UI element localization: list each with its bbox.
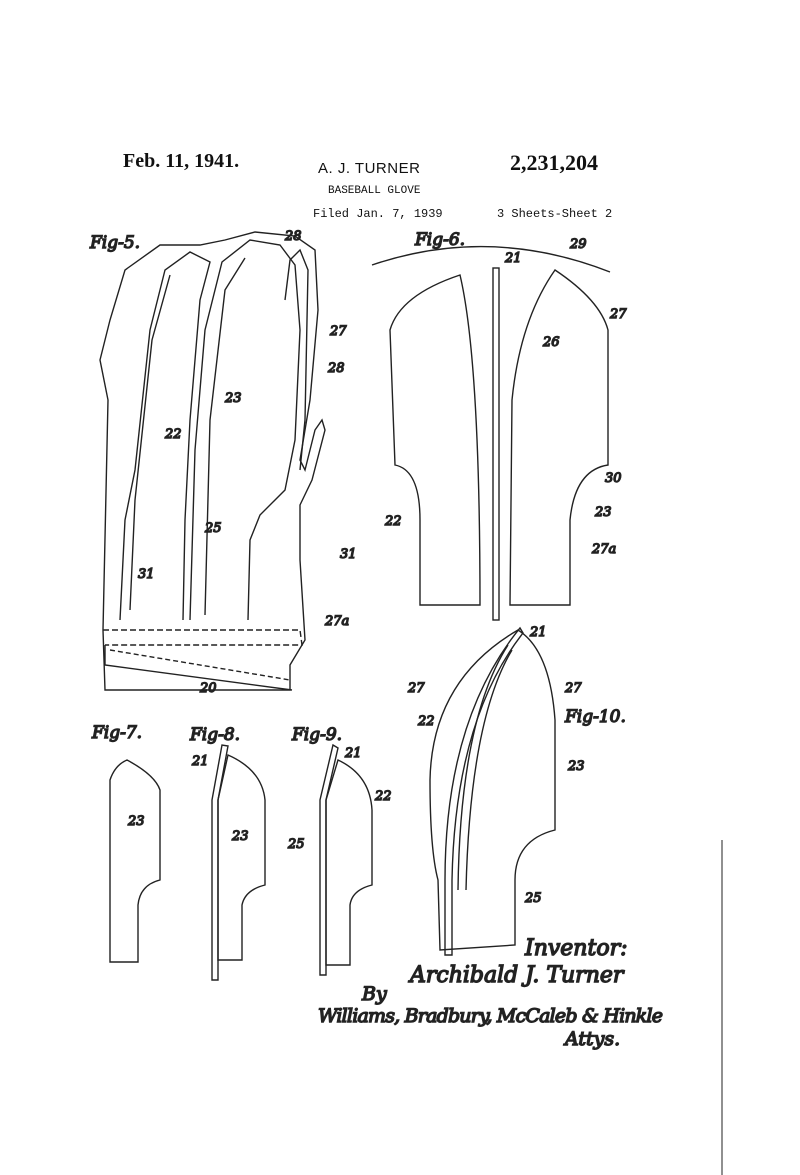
numeral-29: 29: [569, 237, 587, 252]
fig10-drawing: [429, 626, 556, 956]
numeral-23: 23: [224, 391, 242, 406]
patent-number: 2,231,204: [510, 150, 598, 175]
patent-title: BASEBALL GLOVE: [328, 185, 421, 197]
sheet-count: 3 Sheets-Sheet 2: [497, 207, 613, 221]
numeral-27: 27: [329, 324, 347, 339]
attys-label: Attys.: [563, 1028, 620, 1050]
numeral-27: 27: [564, 681, 582, 696]
numeral-27a: 27a: [324, 614, 349, 629]
inventor-name: A. J. TURNER: [318, 160, 421, 177]
numeral-23: 23: [567, 759, 585, 774]
inventor-signature: Archibald J. Turner: [408, 963, 625, 988]
fig7-drawing: [109, 759, 161, 963]
numeral-22: 22: [164, 427, 182, 442]
numeral-21: 21: [529, 625, 547, 640]
numeral-30: 30: [605, 471, 622, 486]
fig9-label: Fig-9.: [291, 725, 342, 745]
numeral-21: 21: [344, 746, 362, 761]
fig7-label: Fig-7.: [91, 723, 142, 743]
numeral-27a: 27a: [591, 542, 616, 557]
numeral-28: 28: [284, 229, 302, 244]
fig5-glove-drawing: [99, 231, 326, 691]
numeral-20: 20: [199, 681, 217, 696]
numeral-25: 25: [524, 891, 542, 906]
numeral-26: 26: [542, 335, 560, 350]
numeral-25: 25: [204, 521, 222, 536]
fig10-label: Fig-10.: [564, 707, 626, 727]
fig9-drawing: [319, 743, 373, 976]
numeral-31: 31: [138, 567, 155, 582]
numeral-28: 28: [327, 361, 345, 376]
numeral-25: 25: [287, 837, 305, 852]
numeral-21: 21: [191, 754, 209, 769]
numeral-23: 23: [231, 829, 249, 844]
inventor-label: Inventor:: [524, 936, 628, 961]
filed-date: Filed Jan. 7, 1939: [313, 207, 443, 221]
numeral-21: 21: [504, 251, 522, 266]
numeral-22: 22: [374, 789, 392, 804]
fig6-label: Fig-6.: [414, 230, 465, 250]
numeral-31: 31: [340, 547, 357, 562]
patent-date: Feb. 11, 1941.: [123, 150, 240, 172]
fig8-drawing: [211, 744, 266, 981]
numeral-27: 27: [609, 307, 627, 322]
numeral-23: 23: [127, 814, 145, 829]
numeral-23: 23: [594, 505, 612, 520]
numeral-27: 27: [407, 681, 425, 696]
by-label: By: [361, 983, 387, 1005]
fig8-label: Fig-8.: [189, 725, 240, 745]
fig5-label: Fig-5.: [89, 233, 140, 253]
fig6-drawing: [371, 245, 611, 621]
numeral-22: 22: [417, 714, 435, 729]
attorneys-signature: Williams, Bradbury, McCaleb & Hinkle: [318, 1005, 663, 1027]
numeral-22: 22: [384, 514, 402, 529]
